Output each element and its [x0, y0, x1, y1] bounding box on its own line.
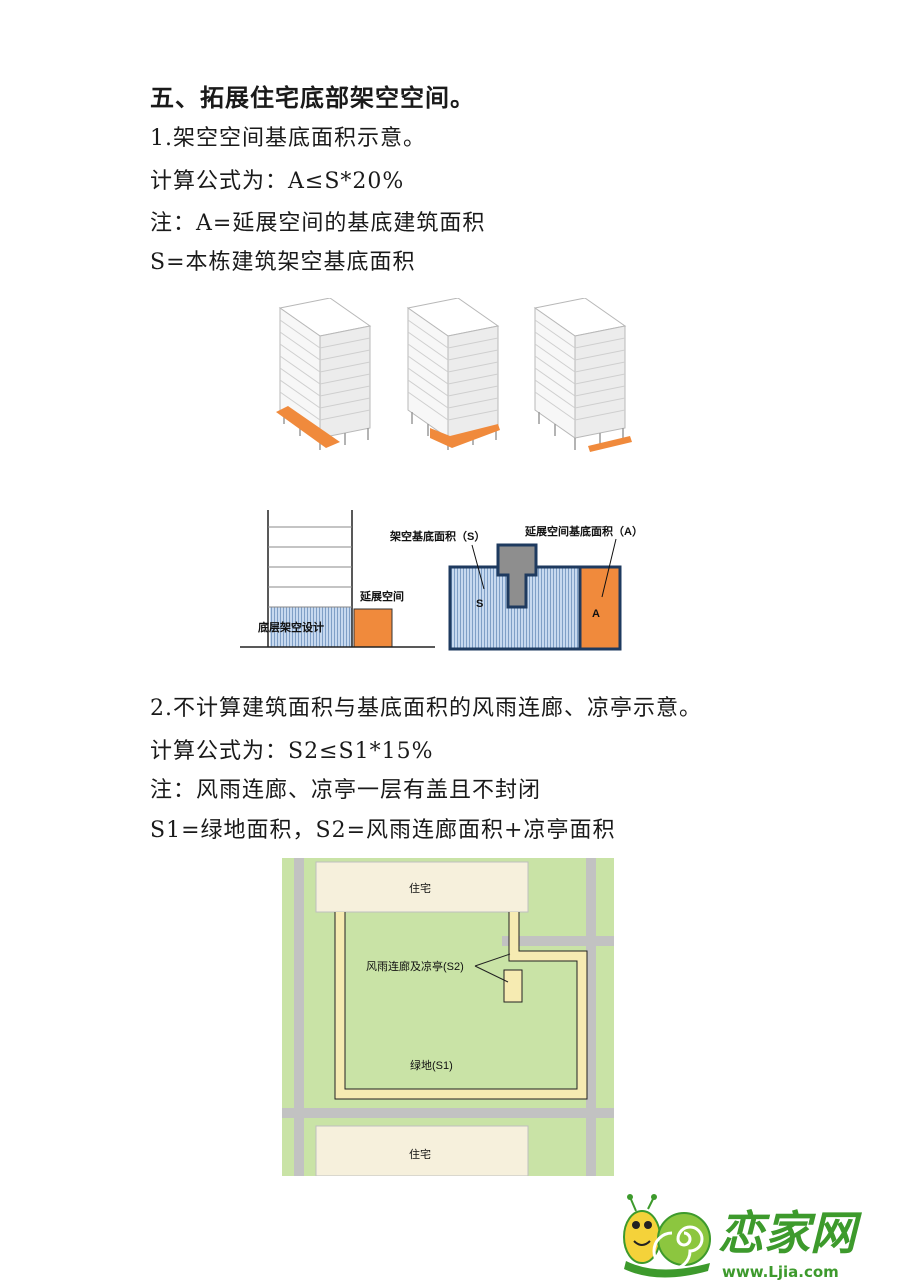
- building-1: [279, 298, 371, 451]
- extension-label: 延展空间: [359, 589, 404, 603]
- item2-title: 2.不计算建筑面积与基底面积的风雨连廊、凉亭示意。: [150, 696, 702, 721]
- item1-formula: 计算公式为：A≤S*20%: [150, 169, 405, 194]
- core-block: [496, 543, 538, 609]
- item2-formula: 计算公式为：S2≤S1*15%: [150, 739, 434, 764]
- road-horizontal-bottom: [282, 1108, 614, 1118]
- top-building: [315, 861, 529, 913]
- logo-url: www.Ljia.com: [722, 1263, 839, 1281]
- building-2: [407, 298, 499, 451]
- corridor-label: 风雨连廊及凉亭(S2): [366, 959, 464, 973]
- a-area-block: [578, 565, 622, 651]
- snail-mascot-icon: [623, 1194, 711, 1278]
- a-area-label: 延展空间基底面积（A）: [524, 524, 640, 538]
- item1-title: 1.架空空间基底面积示意。: [150, 126, 426, 151]
- logo-text: 恋家网: [718, 1206, 862, 1260]
- bottom-building-label: 住宅: [409, 1147, 431, 1161]
- corridor-path: [334, 912, 588, 1100]
- pavilion: [503, 969, 523, 1003]
- ground-floor-label: 底层架空设计: [258, 620, 324, 634]
- site-plan-figure: 住宅 住宅 风雨连廊及凉亭(S2) 绿地(S1): [282, 858, 614, 1176]
- item1-note: 注：A=延展空间的基底建筑面积: [150, 211, 486, 236]
- ground-floor-hatch: [270, 607, 352, 647]
- road-vertical-right: [586, 858, 596, 1176]
- road-horizontal-top: [502, 936, 614, 946]
- s-area-label: 架空基底面积（S）: [389, 529, 485, 543]
- section-plan-figure: 底层架空设计 延展空间 架空基底面积（S） S 延展空间基底面积（A） A: [240, 510, 640, 651]
- bottom-building: [315, 1125, 529, 1176]
- top-building-label: 住宅: [409, 881, 431, 895]
- section-heading: 五、拓展住宅底部架空空间。: [150, 84, 475, 112]
- green-label: 绿地(S1): [410, 1058, 453, 1072]
- a-letter: A: [592, 608, 600, 620]
- orange-extension-1: [276, 406, 340, 448]
- item2-note2: S1=绿地面积，S2=风雨连廊面积+凉亭面积: [150, 818, 616, 843]
- item2-note: 注：风雨连廊、凉亭一层有盖且不封闭: [150, 778, 542, 803]
- isometric-buildings-figure: [276, 298, 632, 452]
- building-3: [534, 298, 626, 451]
- item1-note2: S=本栋建筑架空基底面积: [150, 250, 416, 275]
- road-vertical-left: [294, 858, 304, 1176]
- extension-block: [353, 608, 393, 648]
- orange-extension-3: [588, 436, 632, 452]
- site-logo: 恋家网 www.Ljia.com: [623, 1194, 862, 1281]
- s-letter: S: [476, 598, 483, 610]
- orange-extension-2: [430, 424, 500, 448]
